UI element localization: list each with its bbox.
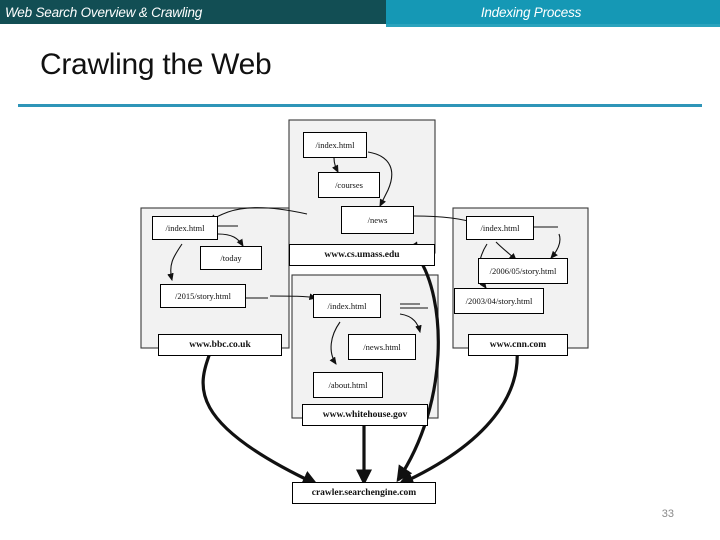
node-umass-news[interactable]: /news [341,206,414,234]
node-cnn-story-2003[interactable]: /2003/04/story.html [454,288,544,314]
edge-cnn-index-tail-story2006 [550,233,561,259]
node-bbc-today[interactable]: /today [200,246,262,270]
node-cnn-index[interactable]: /index.html [466,216,534,240]
node-umass-index[interactable]: /index.html [303,132,367,158]
node-site-whitehouse[interactable]: www.whitehouse.gov [302,404,428,426]
node-cnn-story-2006[interactable]: /2006/05/story.html [478,258,568,284]
banner-left-section: Web Search Overview & Crawling [0,0,386,24]
node-crawler[interactable]: crawler.searchengine.com [292,482,436,504]
node-wh-index[interactable]: /index.html [313,294,381,318]
title-divider [18,104,702,107]
node-bbc-story[interactable]: /2015/story.html [160,284,246,308]
page-title: Crawling the Web [40,48,272,81]
node-site-cnn[interactable]: www.cnn.com [468,334,568,356]
banner-right-section: Indexing Process [386,0,720,24]
edge-bbc-index-today [217,233,244,247]
node-site-umass[interactable]: www.cs.umass.edu [289,244,435,266]
node-site-bbc[interactable]: www.bbc.co.uk [158,334,282,356]
node-bbc-index[interactable]: /index.html [152,216,218,240]
banner-left-label: Web Search Overview & Crawling [5,4,203,20]
page-number: 33 [661,508,674,520]
node-umass-courses[interactable]: /courses [318,172,380,198]
edge-crawler-cnn [397,336,525,486]
edge-bbc-index-story [167,243,183,282]
crawling-diagram: /index.html /courses /news www.cs.umass.… [0,112,720,512]
node-wh-about[interactable]: /about.html [313,372,383,398]
banner-underline [386,24,720,27]
edge-umass-index-courses [332,157,339,173]
edge-wh-index-about [329,321,341,365]
edge-crawler-bbc [201,334,319,486]
node-wh-news[interactable]: /news.html [348,334,416,360]
edge-crawler-umass [396,241,440,483]
edge-umass-index-news [367,151,393,207]
banner-right-label: Indexing Process [480,4,582,20]
top-banner: Web Search Overview & Crawling Indexing … [0,0,720,24]
